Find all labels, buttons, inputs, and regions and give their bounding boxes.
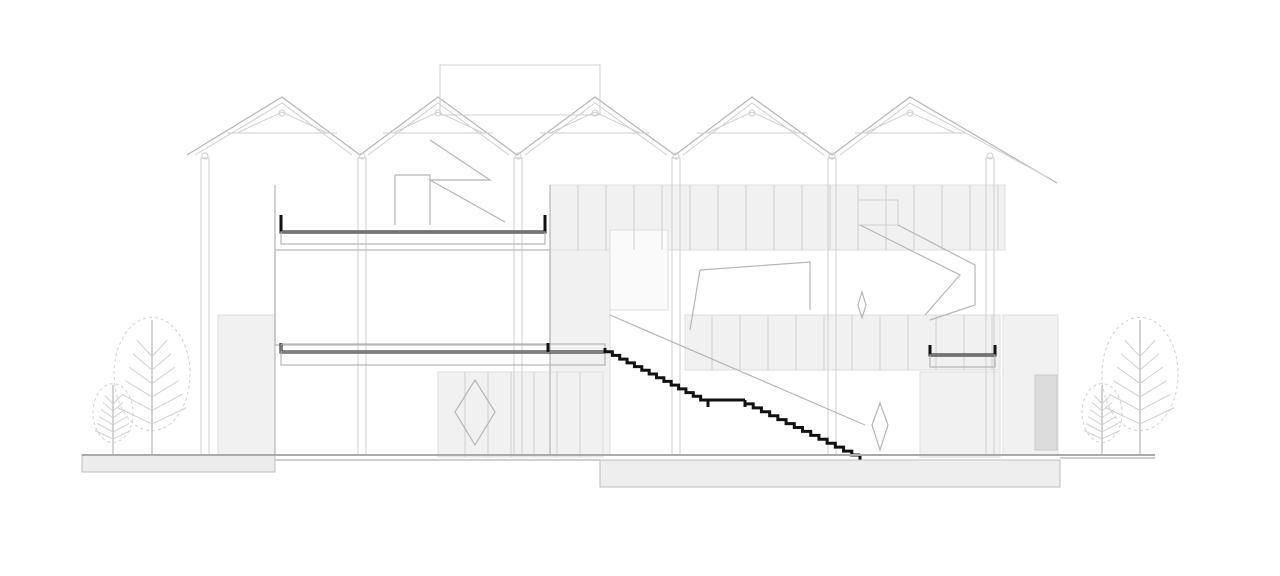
roof-truss: [706, 111, 798, 134]
tree-branch: [1116, 366, 1141, 384]
tree-branch: [151, 393, 183, 411]
roof-ridge-joint: [748, 109, 756, 117]
roof-gable: [186, 96, 361, 156]
column-capital: [672, 152, 680, 160]
tree-branch: [128, 366, 153, 384]
tree-branch: [1139, 339, 1156, 357]
tree-branch: [1101, 423, 1119, 433]
tree-branch: [94, 430, 114, 440]
roof-inner: [367, 102, 510, 156]
roof-inner: [524, 102, 668, 156]
tree-canopy: [1101, 316, 1179, 432]
tree-canopy: [1081, 383, 1123, 443]
tree-branch: [104, 395, 114, 405]
wall-outlines: [274, 185, 866, 455]
column-capital: [358, 152, 366, 160]
roof-inner: [682, 102, 825, 156]
tree-branch: [1089, 409, 1103, 419]
roof-gable: [359, 96, 518, 156]
roof-ridge-joint: [906, 109, 914, 117]
tree-branch: [1139, 353, 1160, 371]
tree-branch: [151, 339, 168, 357]
tree-branch: [1101, 409, 1115, 419]
tree-branch: [1139, 380, 1167, 398]
tree-branch: [102, 402, 114, 412]
tree-branch: [1139, 393, 1171, 411]
column-capital: [828, 152, 836, 160]
column: [357, 157, 367, 456]
tree-branch: [1087, 416, 1103, 426]
tree-branch: [112, 423, 130, 433]
tree-branch: [136, 339, 153, 357]
roof-truss: [549, 111, 641, 134]
tree-branch: [1105, 407, 1141, 425]
wall-panels: [217, 184, 1059, 458]
tree-branch: [125, 380, 153, 398]
column-capital: [201, 152, 209, 160]
diamond-ornaments: [454, 289, 889, 452]
roof-truss: [864, 111, 956, 134]
column-capital: [986, 152, 994, 160]
tree-branch: [151, 407, 187, 425]
roof-inner: [194, 102, 353, 156]
tree-branch: [112, 416, 128, 426]
skylight-frame: [439, 64, 601, 116]
roof-gables: [186, 64, 1058, 184]
tree-branch: [1113, 380, 1141, 398]
ground: [81, 454, 1155, 488]
main-stair: [603, 348, 862, 481]
tree-branch: [132, 353, 153, 371]
stair-flight-upper: [603, 348, 708, 402]
upper-stairs: [394, 139, 976, 321]
tree-branch: [1091, 402, 1103, 412]
tree-branch: [1101, 416, 1117, 426]
tree-left: [92, 316, 191, 455]
tree-branch: [1083, 430, 1103, 440]
roof-truss: [236, 111, 328, 134]
tree-branch: [117, 407, 153, 425]
tree-branch: [1109, 393, 1141, 411]
tree-branch: [112, 402, 124, 412]
column-capital: [514, 152, 522, 160]
tree-canopy: [92, 383, 134, 443]
tree-branch: [96, 423, 114, 433]
roof-inner: [839, 102, 1050, 179]
tree-branch: [112, 409, 126, 419]
roof-gable: [674, 96, 833, 156]
roof-ridge-joint: [591, 109, 599, 117]
tree-branch: [100, 409, 114, 419]
floor-slabs: [279, 215, 997, 368]
roof-ridge-joint: [278, 109, 286, 117]
tree-branch: [1139, 407, 1175, 425]
roof-truss: [392, 111, 484, 134]
tree-branch: [151, 353, 172, 371]
tree-branch: [151, 380, 179, 398]
tree-branch: [1120, 353, 1141, 371]
tree-branch: [1093, 395, 1103, 405]
tree-branch: [1085, 423, 1103, 433]
roof-gable: [831, 96, 1058, 184]
tree-branch: [112, 395, 122, 405]
tree-right: [1081, 316, 1179, 455]
tree-branch: [121, 393, 153, 411]
stair-flight-lower: [743, 400, 860, 457]
panel-dividers: [464, 185, 999, 457]
tree-canopy: [113, 316, 191, 432]
roof-ridge-joint: [434, 109, 442, 117]
tree-branch: [1101, 395, 1111, 405]
tree-branch: [151, 366, 176, 384]
roof-gable: [516, 96, 676, 156]
tree-branch: [98, 416, 114, 426]
tree-branch: [1101, 402, 1113, 412]
tree-branch: [1139, 366, 1164, 384]
column: [200, 157, 210, 456]
tree-branch: [1124, 339, 1141, 357]
